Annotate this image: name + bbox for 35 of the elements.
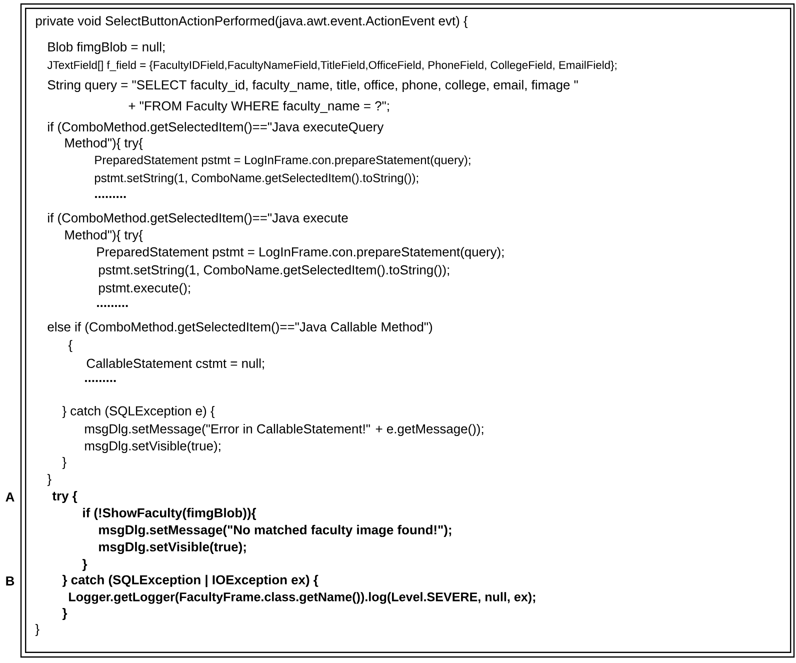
code-box — [20, 3, 795, 658]
code-line: CallableStatement cstmt = null; — [86, 358, 264, 370]
code-line: msgDlg.setMessage("No matched faculty image found!"); — [99, 524, 452, 538]
code-line: PreparedStatement pstmt = LogInFrame.con.prepareStatement(query); — [97, 246, 504, 260]
code-line: ......... — [95, 196, 126, 198]
code-line: Logger.getLogger(FacultyFrame.class.getName()).log(Level.SEVERE, null, ex); — [69, 592, 536, 604]
code-line: String query = "SELECT faculty_id, faculty_name, title, office, phone, college, email, fimage " — [48, 80, 578, 92]
code-line: + "FROM Faculty WHERE faculty_name = ?"; — [128, 100, 389, 114]
code-line: ......... — [97, 305, 128, 307]
code-line: } catch (SQLException | IOException ex) { — [62, 574, 318, 588]
code-line: JTextField[] f_field = {FacultyIDField,FacultyNameField,TitleField,OfficeField, PhoneField, CollegeField, EmailField}; — [47, 60, 616, 72]
code-line: msgDlg.setVisible(true); — [85, 440, 220, 454]
code-line: } — [47, 474, 52, 486]
code-line: Blob fimgBlob = null; — [48, 42, 164, 54]
code-line: pstmt.execute(); — [99, 282, 190, 296]
code-line: pstmt.setString(1, ComboName.getSelectedItem().toString()); — [99, 264, 449, 278]
code-line: if (ComboMethod.getSelectedItem()=="Java executeQuery — [48, 122, 384, 134]
code-line: ......... — [85, 380, 116, 382]
code-line: } — [62, 608, 68, 620]
code-line: Method"){ try{ — [65, 230, 143, 242]
code-line: msgDlg.setMessage("Error in CallableStatement!" + e.getMessage()); — [85, 424, 484, 436]
code-line: try { — [52, 490, 78, 504]
code-line: if (ComboMethod.getSelectedItem()=="Java execute — [48, 212, 348, 226]
code-line: else if (ComboMethod.getSelectedItem()=="Java Callable Method") — [48, 322, 432, 334]
code-line: PreparedStatement pstmt = LogInFrame.con.prepareStatement(query); — [95, 155, 470, 167]
code-line: private void SelectButtonActionPerformed(java.awt.event.ActionEvent evt) { — [36, 16, 468, 28]
code-line: } — [82, 558, 88, 572]
code-line: pstmt.setString(1, ComboName.getSelectedItem().toString()); — [94, 173, 418, 185]
code-line: { — [68, 340, 72, 352]
code-line: } — [62, 456, 66, 470]
code-line: } — [35, 624, 40, 636]
code-line: Method"){ try{ — [65, 138, 143, 150]
code-line: } catch (SQLException e) { — [62, 406, 215, 418]
code-line: if (!ShowFaculty(fimgBlob)){ — [83, 508, 256, 520]
code-line: msgDlg.setVisible(true); — [99, 542, 246, 554]
